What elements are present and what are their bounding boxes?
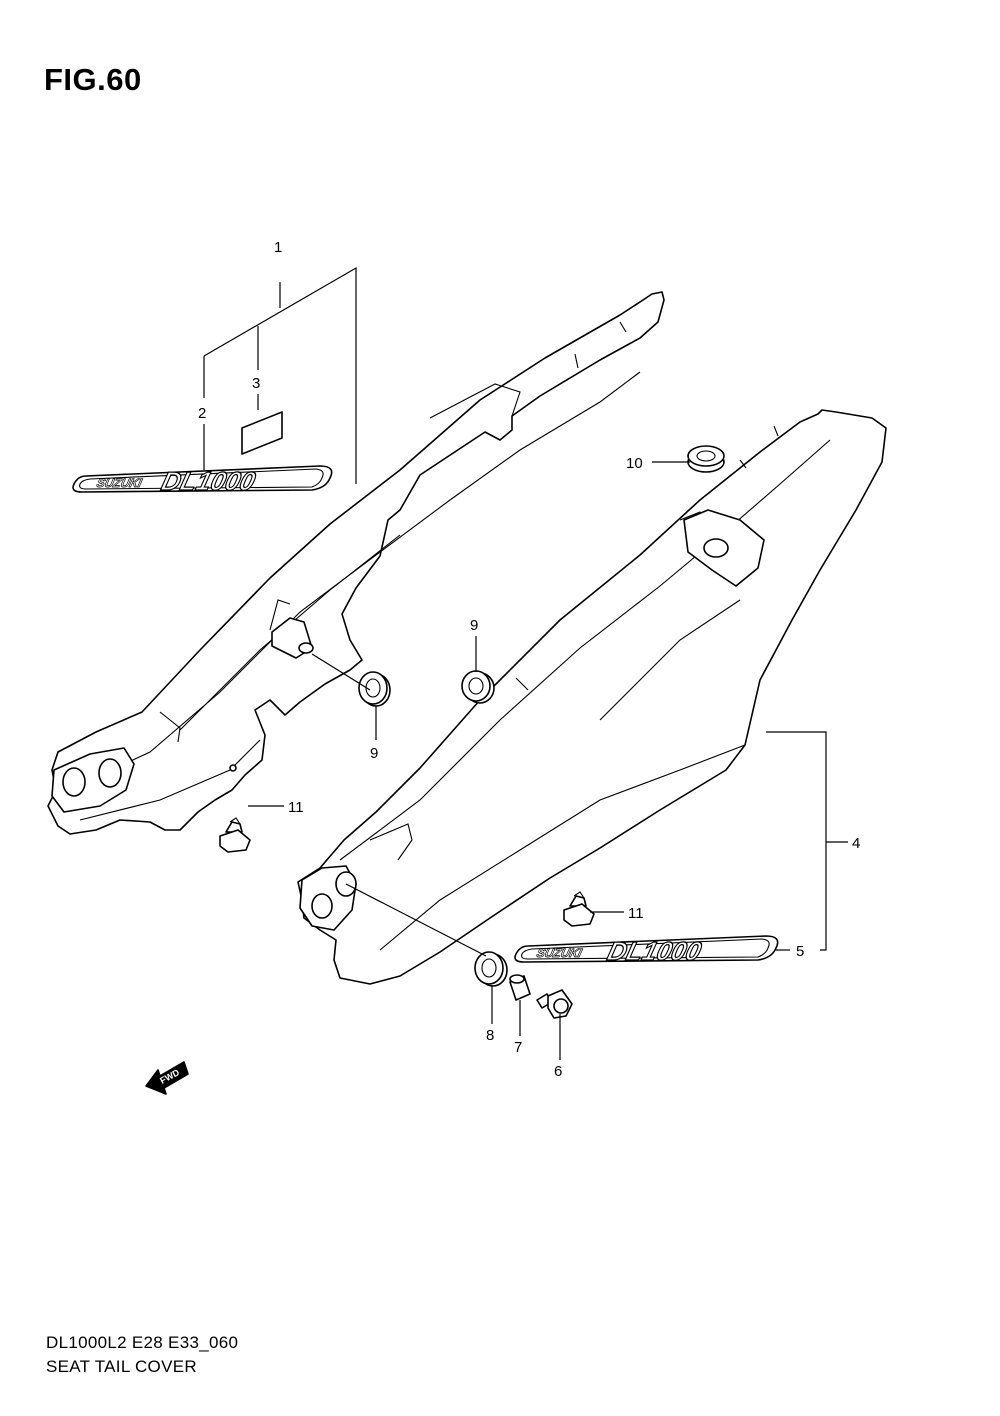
grommet-9-middle [461, 670, 495, 704]
nut-clip-11-left [219, 817, 251, 853]
model-code: DL1000L2 E28 E33_060 [46, 1333, 239, 1352]
decal-3-square [241, 411, 283, 455]
right-seat-tail-cover [297, 409, 887, 985]
leader-lines [203, 266, 848, 1060]
decal-5-brand-text: SUZUKI [535, 946, 584, 960]
bolt-6 [536, 989, 573, 1019]
callout-numbers: 1 2 3 4 5 6 7 8 9 9 10 11 11 [198, 239, 860, 1080]
callout-11-right: 11 [628, 905, 644, 922]
callout-10: 10 [626, 455, 643, 472]
callout-6: 6 [554, 1063, 562, 1080]
callout-1: 1 [274, 239, 282, 256]
callout-5: 5 [796, 943, 804, 960]
callout-9-left: 9 [370, 745, 378, 762]
grommet-8 [474, 951, 508, 987]
left-seat-tail-cover [47, 291, 665, 835]
spacer-collar-7 [509, 974, 531, 1001]
callout-3: 3 [252, 375, 260, 392]
figure-title: FIG.60 [44, 62, 142, 97]
callout-7: 7 [514, 1039, 522, 1056]
decal-2-emblem: SUZUKI DL1000 [72, 465, 333, 497]
grommet-9-left [358, 671, 391, 707]
forward-direction-marker: FWD [145, 1061, 189, 1095]
decal-5-emblem: SUZUKI DL1000 [514, 935, 779, 967]
nut-clip-11-right [563, 891, 595, 927]
callout-11-left: 11 [288, 799, 304, 816]
callout-4: 4 [852, 835, 860, 852]
callout-8: 8 [486, 1027, 494, 1044]
grommet-10 [687, 445, 725, 473]
callout-2: 2 [198, 405, 206, 422]
decal-5-model-text: DL1000 [605, 936, 705, 966]
callout-9-middle: 9 [470, 617, 478, 634]
decal-2-brand-text: SUZUKI [95, 476, 144, 490]
decal-2-model-text: DL1000 [159, 466, 259, 496]
part-group-name: SEAT TAIL COVER [46, 1357, 197, 1376]
